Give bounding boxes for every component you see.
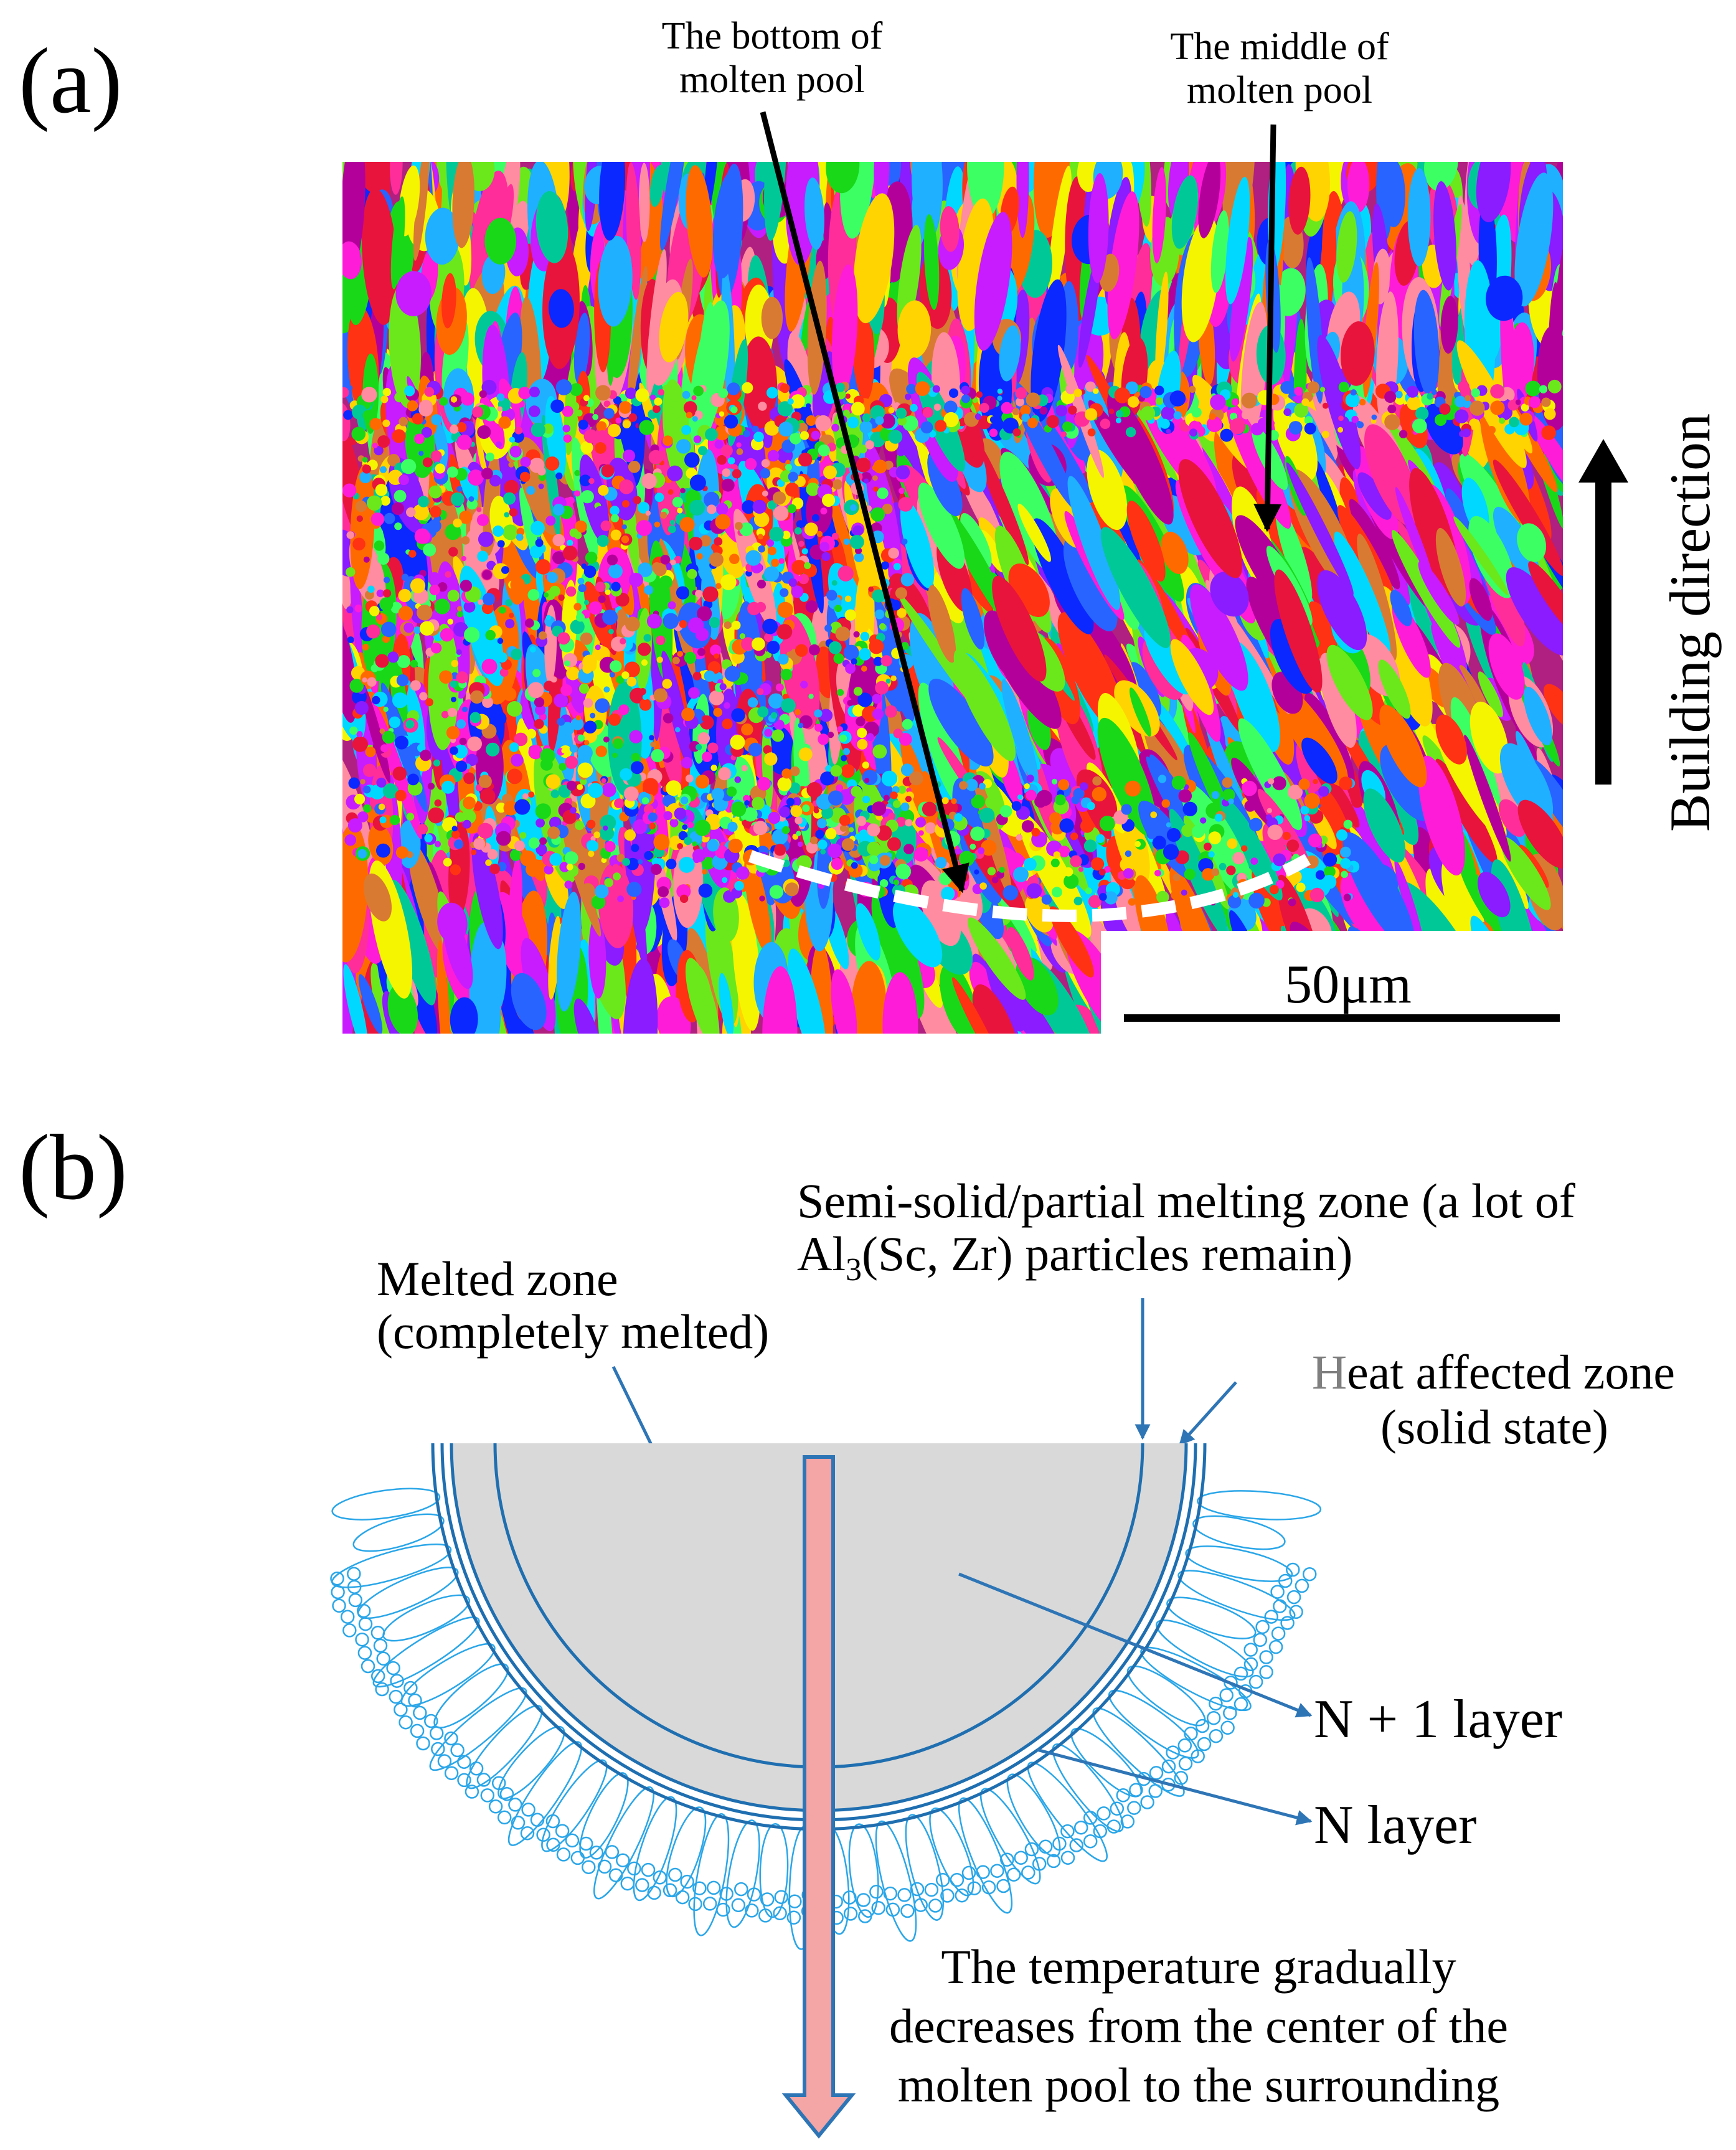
semi-solid-label-line2: Al3(Sc, Zr) particles remain) — [797, 1227, 1352, 1288]
n1-layer-arrow — [958, 1572, 1313, 1718]
pool-boundary-line — [748, 850, 1311, 922]
haz-label-line2: (solid state) — [1380, 1400, 1608, 1454]
annotation-middle-arrow — [1253, 124, 1282, 532]
annotation-middle-line1: The middle of — [1170, 26, 1389, 68]
panel-a-label: (a) — [19, 29, 122, 133]
annotation-bottom-line1: The bottom of — [662, 15, 883, 57]
scale-bar-label: 50μm — [1285, 955, 1412, 1015]
annotation-bottom-line2: molten pool — [679, 59, 865, 101]
building-direction-arrow — [1578, 439, 1628, 785]
melt-pool-schematic — [330, 1443, 1322, 2139]
thermal-gradient-arrow — [781, 1455, 856, 2139]
melted-zone-line1: Melted zone — [377, 1252, 618, 1306]
semi-solid-label-line1: Semi-solid/partial melting zone (a lot o… — [797, 1174, 1575, 1228]
building-direction-label: Building direction — [1658, 413, 1722, 832]
temperature-line3: molten pool to the surrounding — [898, 2058, 1499, 2112]
annotation-middle-line2: molten pool — [1187, 69, 1372, 111]
n-layer-arrow — [1036, 1748, 1313, 1826]
n-layer-label: N layer — [1314, 1795, 1476, 1855]
ebsd-micrograph — [342, 162, 1574, 1043]
haz-arrow — [1179, 1381, 1237, 1446]
annotation-bottom-arrow — [760, 111, 969, 893]
temperature-line1: The temperature gradually — [941, 1940, 1456, 1994]
panel-b-label: (b) — [19, 1116, 128, 1219]
n1-layer-label: N + 1 layer — [1314, 1689, 1562, 1750]
haz-label-line1: Heat affected zone — [1312, 1345, 1675, 1399]
melted-zone-line2: (completely melted) — [377, 1304, 769, 1359]
temperature-line2: decreases from the center of the — [889, 1999, 1508, 2053]
